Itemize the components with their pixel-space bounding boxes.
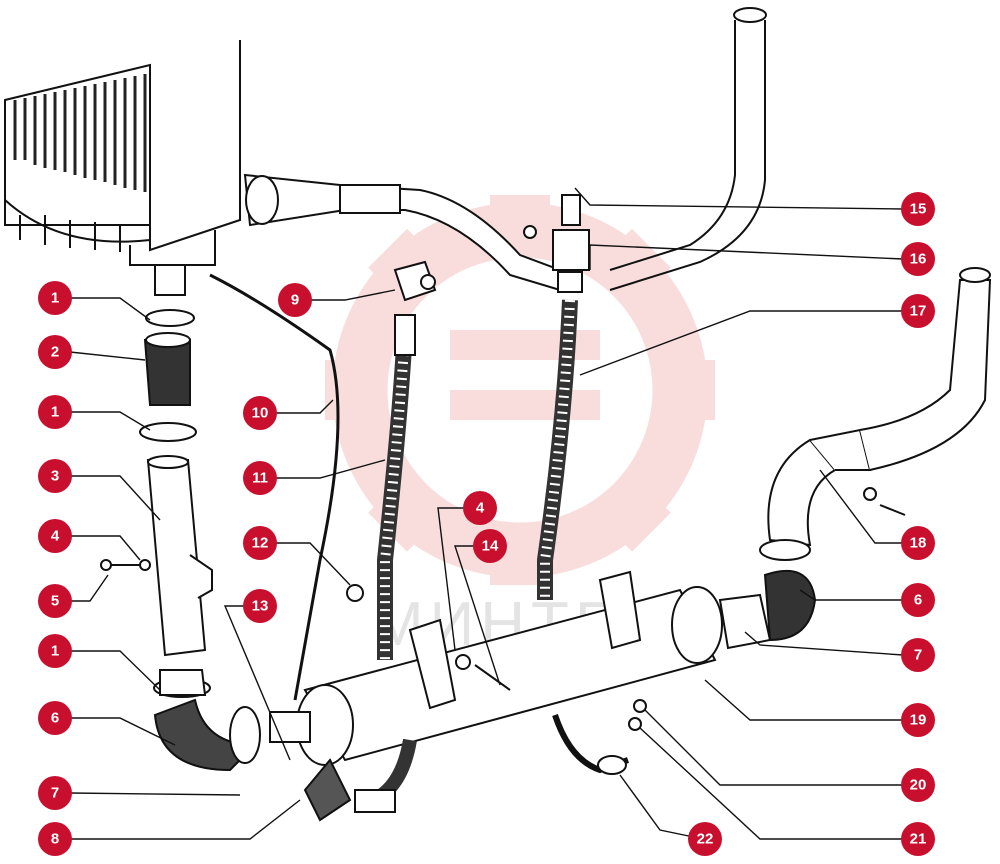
- heat-exchanger: [269, 570, 723, 822]
- svg-text:1: 1: [51, 404, 59, 421]
- svg-text:4: 4: [476, 500, 485, 517]
- svg-text:13: 13: [252, 598, 269, 615]
- svg-text:5: 5: [51, 593, 59, 610]
- callout-6-right: 6: [901, 583, 935, 617]
- svg-text:14: 14: [482, 538, 499, 555]
- lower-elbow-hose: [153, 698, 261, 772]
- callout-21: 21: [901, 822, 935, 856]
- svg-text:8: 8: [51, 831, 59, 848]
- svg-text:3: 3: [51, 468, 59, 485]
- callout-13: 13: [243, 589, 277, 623]
- svg-text:11: 11: [252, 470, 268, 487]
- callout-12: 12: [243, 526, 277, 560]
- svg-text:2: 2: [51, 344, 59, 361]
- radiator: [4, 40, 241, 296]
- callout-3: 3: [38, 459, 72, 493]
- callout-7-left: 7: [38, 776, 72, 810]
- svg-text:1: 1: [51, 290, 59, 307]
- callout-4-middle: 4: [463, 491, 497, 525]
- svg-text:20: 20: [910, 777, 927, 794]
- svg-text:1: 1: [51, 643, 59, 660]
- exhaust-pipe-top: [609, 7, 767, 291]
- svg-text:17: 17: [910, 303, 927, 320]
- fittings: [346, 260, 906, 813]
- svg-text:10: 10: [252, 405, 269, 422]
- svg-text:12: 12: [252, 535, 269, 552]
- svg-text:22: 22: [697, 831, 714, 848]
- callout-1-top: 1: [38, 281, 72, 315]
- callout-2: 2: [38, 335, 72, 369]
- callout-1-bottom: 1: [38, 634, 72, 668]
- callout-15: 15: [901, 192, 935, 226]
- callout-18: 18: [901, 526, 935, 560]
- callout-8: 8: [38, 822, 72, 856]
- svg-text:9: 9: [291, 292, 299, 309]
- callout-7-right: 7: [901, 638, 935, 672]
- right-hose-pipe: [718, 267, 992, 650]
- svg-text:6: 6: [51, 710, 59, 727]
- callout-22: 22: [688, 822, 722, 856]
- top-pipe: [243, 173, 561, 292]
- leader-lines: [69, 187, 904, 840]
- svg-text:15: 15: [910, 201, 927, 218]
- svg-text:7: 7: [914, 647, 922, 664]
- svg-text:16: 16: [910, 251, 927, 268]
- callout-1-mid: 1: [38, 395, 72, 429]
- left-pipe-assembly: [139, 309, 213, 698]
- svg-text:21: 21: [910, 831, 927, 848]
- svg-text:6: 6: [914, 592, 922, 609]
- callout-14: 14: [473, 529, 507, 563]
- svg-text:7: 7: [51, 785, 59, 802]
- svg-text:19: 19: [910, 712, 927, 729]
- callouts: 1 2 1 3 4 5 1 6 7 8 9 10 11 12 13 4 14 1…: [38, 192, 935, 856]
- bolt-left: [100, 559, 151, 571]
- callout-16: 16: [901, 242, 935, 276]
- callout-9: 9: [278, 283, 312, 317]
- svg-text:4: 4: [51, 528, 60, 545]
- callout-10: 10: [243, 396, 277, 430]
- callout-20: 20: [901, 768, 935, 802]
- callout-6-left: 6: [38, 701, 72, 735]
- valve-block: [523, 194, 590, 293]
- callout-5: 5: [38, 584, 72, 618]
- callout-11: 11: [243, 461, 277, 495]
- callout-4-left: 4: [38, 519, 72, 553]
- svg-text:18: 18: [910, 535, 927, 552]
- callout-19: 19: [901, 703, 935, 737]
- callout-17: 17: [901, 294, 935, 328]
